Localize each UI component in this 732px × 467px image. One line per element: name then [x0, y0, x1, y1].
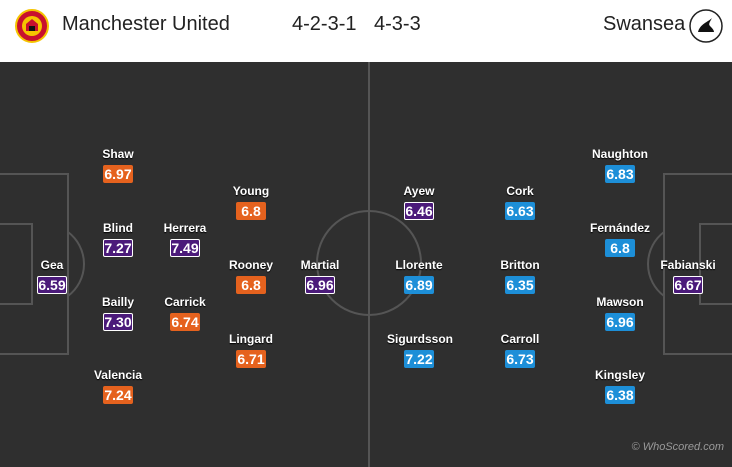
swansea-swan-crest-icon	[689, 9, 723, 43]
player-card[interactable]: Naughton 6.83	[588, 147, 652, 184]
player-rating: 6.97	[103, 165, 133, 183]
player-name: Herrera	[163, 221, 207, 235]
home-team-name: Manchester United	[62, 13, 230, 35]
player-rating: 6.8	[236, 276, 266, 294]
player-name: Carroll	[500, 332, 540, 346]
player-name: Valencia	[93, 368, 143, 382]
player-name: Fabianski	[660, 258, 716, 272]
player-card[interactable]: Blind 7.27	[86, 221, 150, 258]
player-rating: 6.67	[673, 276, 703, 294]
player-rating: 6.46	[404, 202, 434, 220]
player-card[interactable]: Shaw 6.97	[86, 147, 150, 184]
player-name: Bailly	[101, 295, 134, 309]
player-rating: 6.89	[404, 276, 434, 294]
player-card[interactable]: Martial 6.96	[288, 258, 352, 295]
player-rating: 6.63	[505, 202, 535, 220]
player-name: Naughton	[592, 147, 648, 161]
player-card[interactable]: Mawson 6.96	[588, 295, 652, 332]
player-card[interactable]: Young 6.8	[219, 184, 283, 221]
player-rating: 7.24	[103, 386, 133, 404]
player-name: Blind	[103, 221, 133, 235]
player-rating: 6.71	[236, 350, 266, 368]
player-name: Cork	[506, 184, 534, 198]
pitch: Gea 6.59 Shaw 6.97 Blind 7.27 Bailly 7.3…	[0, 62, 732, 467]
player-card[interactable]: Ayew 6.46	[387, 184, 451, 221]
player-name: Llorente	[395, 258, 443, 272]
watermark: © WhoScored.com	[631, 441, 724, 453]
player-name: Mawson	[596, 295, 644, 309]
player-rating: 6.83	[605, 165, 635, 183]
player-rating: 6.74	[170, 313, 200, 331]
player-name: Rooney	[228, 258, 273, 272]
player-card[interactable]: Valencia 7.24	[86, 368, 150, 405]
player-rating: 6.73	[505, 350, 535, 368]
player-rating: 6.8	[236, 202, 266, 220]
player-name: Gea	[40, 258, 64, 272]
player-name: Shaw	[102, 147, 134, 161]
player-rating: 6.38	[605, 386, 635, 404]
player-card[interactable]: Fernández 6.8	[588, 221, 652, 258]
player-name: Sigurdsson	[387, 332, 454, 346]
player-name: Lingard	[229, 332, 273, 346]
home-formation: 4-2-3-1	[292, 13, 357, 35]
player-rating: 7.27	[103, 239, 133, 257]
player-name: Young	[232, 184, 270, 198]
player-name: Carrick	[164, 295, 206, 309]
player-card[interactable]: Fabianski 6.67	[656, 258, 720, 295]
manchester-united-crest-icon	[15, 9, 49, 43]
away-formation: 4-3-3	[374, 13, 421, 35]
player-rating: 6.8	[605, 239, 635, 257]
player-rating: 6.96	[305, 276, 335, 294]
player-card[interactable]: Herrera 7.49	[153, 221, 217, 258]
player-card[interactable]: Britton 6.35	[488, 258, 552, 295]
player-card[interactable]: Cork 6.63	[488, 184, 552, 221]
player-card[interactable]: Sigurdsson 7.22	[387, 332, 454, 369]
player-card[interactable]: Carrick 6.74	[153, 295, 217, 332]
player-card[interactable]: Llorente 6.89	[387, 258, 451, 295]
player-name: Fernández	[589, 221, 650, 235]
player-rating: 7.49	[170, 239, 200, 257]
player-card[interactable]: Rooney 6.8	[219, 258, 283, 295]
player-rating: 7.22	[404, 350, 434, 368]
player-rating: 7.30	[103, 313, 133, 331]
pitch-markings	[0, 62, 732, 467]
player-card[interactable]: Bailly 7.30	[86, 295, 150, 332]
player-card[interactable]: Carroll 6.73	[488, 332, 552, 369]
player-name: Kingsley	[594, 368, 645, 382]
player-card[interactable]: Kingsley 6.38	[588, 368, 652, 405]
player-rating: 6.96	[605, 313, 635, 331]
player-name: Britton	[500, 258, 540, 272]
player-card[interactable]: Gea 6.59	[20, 258, 84, 295]
player-name: Martial	[300, 258, 340, 272]
player-rating: 6.59	[37, 276, 67, 294]
player-card[interactable]: Lingard 6.71	[219, 332, 283, 369]
player-name: Ayew	[403, 184, 435, 198]
player-rating: 6.35	[505, 276, 535, 294]
match-header: Manchester United 4-2-3-1 4-3-3 Swansea	[0, 0, 732, 60]
away-team-name: Swansea	[603, 13, 686, 35]
